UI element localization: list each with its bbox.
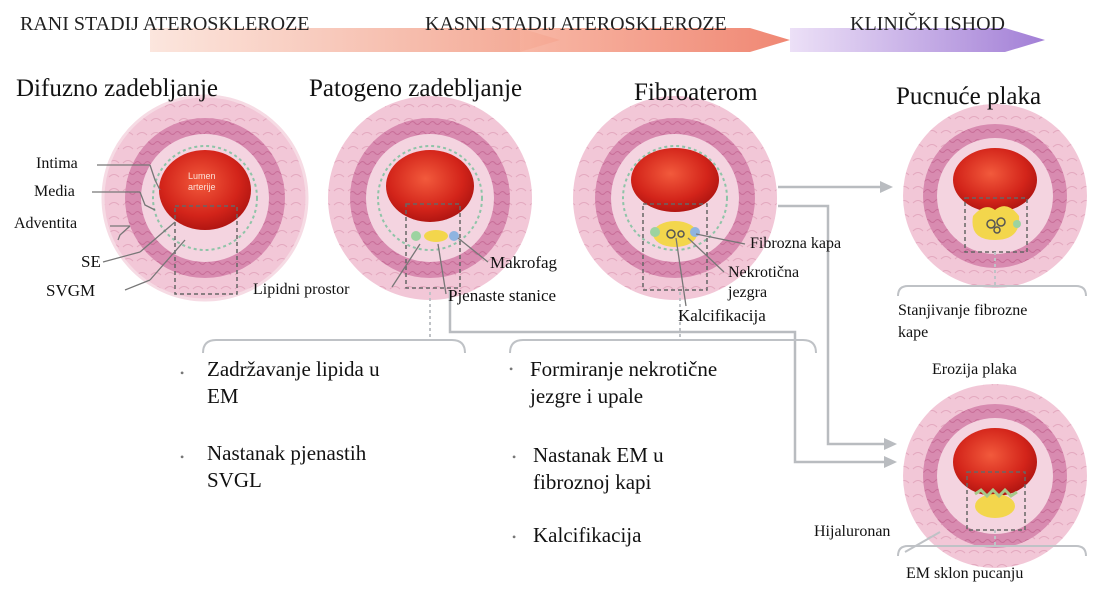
calcification-callout-label: Kalcifikacija xyxy=(678,306,766,325)
necrotic-core-label: Nekrotična jezgra xyxy=(728,264,800,301)
stage-clinical-label: KLINIČKI ISHOD xyxy=(850,13,1005,35)
intima-label: Intima xyxy=(36,155,78,172)
bullet-calcification: Kalcifikacija xyxy=(533,523,642,547)
fibrous-cap-label: Fibrozna kapa xyxy=(750,235,842,252)
macrophage-label: Makrofag xyxy=(490,253,558,272)
bullet-dot: • xyxy=(180,450,185,464)
cap-thinning-label: Stanjivanje fibrozne kape xyxy=(898,302,1028,341)
artery-plaque-erosion xyxy=(903,384,1087,568)
em-prone-rupture-label: EM sklon pucanju xyxy=(906,565,1024,582)
svgm-label: SVGM xyxy=(46,281,96,300)
bullet-dot: • xyxy=(512,530,517,544)
panel-title-fibroatheroma: Fibroaterom xyxy=(634,79,758,106)
bullet-dot: • xyxy=(512,450,517,464)
adventitia-label: Adventita xyxy=(14,215,78,232)
layer-leader-lines xyxy=(92,164,746,307)
artery-fibroatheroma xyxy=(573,96,777,300)
foam-cells-label: Pjenaste stanice xyxy=(448,286,557,305)
stage-early-label: RANI STADIJ ATEROSKLEROZE xyxy=(20,13,310,35)
panel-title-pathological: Patogeno zadebljanje xyxy=(309,75,523,102)
lipid-space-label: Lipidni prostor xyxy=(253,281,350,298)
bullet-dot: • xyxy=(509,362,514,376)
bullet-em-fibrous-cap: Nastanak EM u fibroznoj kapi xyxy=(533,443,664,494)
progression-connectors xyxy=(448,181,897,468)
clinical-stage-arrow xyxy=(790,28,1045,52)
bullet-dot: • xyxy=(180,366,185,380)
artery-plaque-rupture xyxy=(903,104,1087,288)
bullet-foam-cells: Nastanak pjenastih SVGL xyxy=(207,441,367,492)
artery-pathological-thickening xyxy=(328,96,532,300)
early-stage-arrow xyxy=(150,28,560,52)
stage-late-label: KASNI STADIJ ATEROSKLEROZE xyxy=(425,13,727,35)
media-label: Media xyxy=(34,183,75,200)
panel-title-diffuse: Difuzno zadebljanje xyxy=(16,75,218,102)
section-brackets xyxy=(202,252,1087,557)
late-stage-arrow xyxy=(520,28,790,52)
bullet-necrotic-core: Formiranje nekrotične jezgre i upale xyxy=(530,357,718,408)
hyaluronan-label: Hijaluronan xyxy=(814,523,891,540)
se-label: SE xyxy=(81,252,101,271)
plaque-erosion-label: Erozija plaka xyxy=(932,361,1017,378)
artery-diffuse-thickening xyxy=(101,94,309,302)
panel-title-rupture: Pucnuće plaka xyxy=(896,83,1042,110)
lumen-label: Lumen arterije xyxy=(188,171,216,192)
bullet-lipid-retention: Zadržavanje lipida u EM xyxy=(207,357,380,408)
